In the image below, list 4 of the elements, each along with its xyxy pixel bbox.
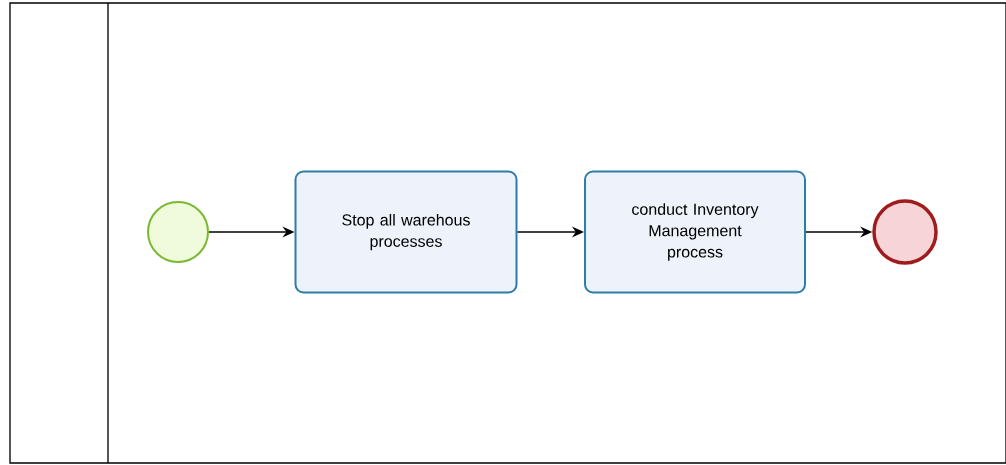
task-box: Stop all warehous processes — [294, 170, 518, 294]
end-event-circle — [872, 199, 938, 265]
task-box: conduct Inventory Management process — [584, 170, 806, 294]
start-event-circle — [147, 201, 209, 263]
